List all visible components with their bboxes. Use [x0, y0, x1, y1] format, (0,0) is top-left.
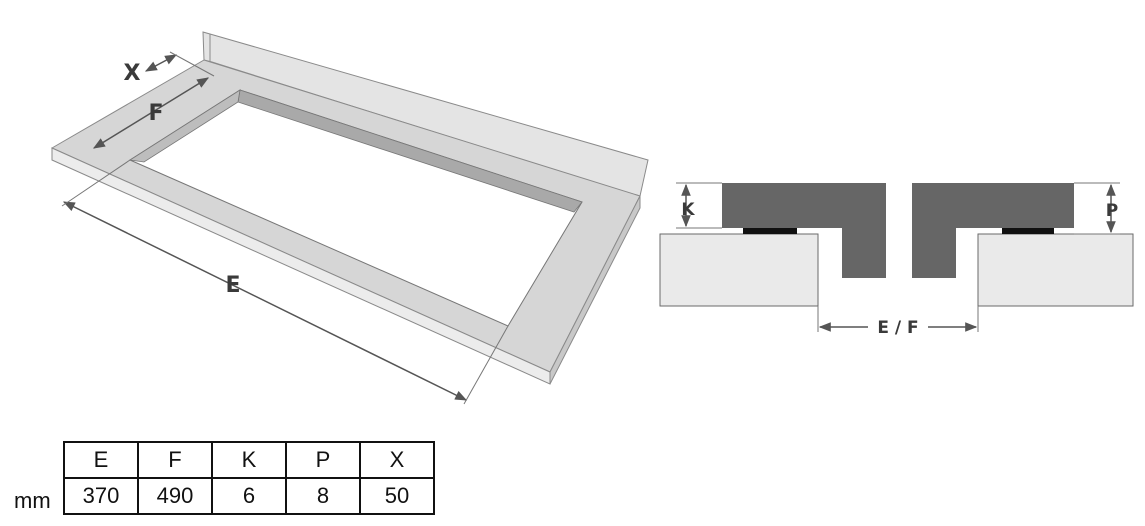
spec-header-f: F — [137, 441, 213, 479]
dim-label-f: F — [148, 101, 163, 126]
spec-value-p: 8 — [285, 477, 361, 515]
spec-value-e: 370 — [63, 477, 139, 515]
dim-label-p: P — [1106, 201, 1118, 221]
dim-x-line — [144, 54, 178, 72]
spec-header-x: X — [359, 441, 435, 479]
dim-label-ef: E / F — [877, 318, 918, 338]
spec-header-e: E — [63, 441, 139, 479]
dim-label-e: E — [225, 273, 240, 298]
frame-profile-left — [722, 183, 886, 278]
spec-value-row: 370 490 6 8 50 — [63, 477, 435, 515]
spec-header-k: K — [211, 441, 287, 479]
spec-unit-label: mm — [14, 488, 51, 513]
spec-header-row: E F K P X — [63, 441, 435, 479]
countertop-right-section — [977, 233, 1134, 307]
spec-value-x: 50 — [359, 477, 435, 515]
dim-f-line — [92, 77, 210, 149]
countertop-left-section — [659, 233, 819, 307]
spec-table: E F K P X 370 490 6 8 50 — [63, 441, 435, 515]
dim-label-k: K — [681, 200, 695, 220]
frame-profile-right — [912, 183, 1074, 278]
dim-label-x: X — [124, 61, 141, 86]
gasket-left — [743, 228, 797, 234]
spec-value-f: 490 — [137, 477, 213, 515]
countertop-isometric: X F E — [50, 31, 649, 405]
countertop-side-edge — [549, 195, 641, 385]
gasket-right — [1002, 228, 1054, 234]
dim-e-line — [62, 201, 468, 401]
spec-value-k: 6 — [211, 477, 287, 515]
spec-header-p: P — [285, 441, 361, 479]
cross-section: K P E / F — [659, 182, 1134, 338]
